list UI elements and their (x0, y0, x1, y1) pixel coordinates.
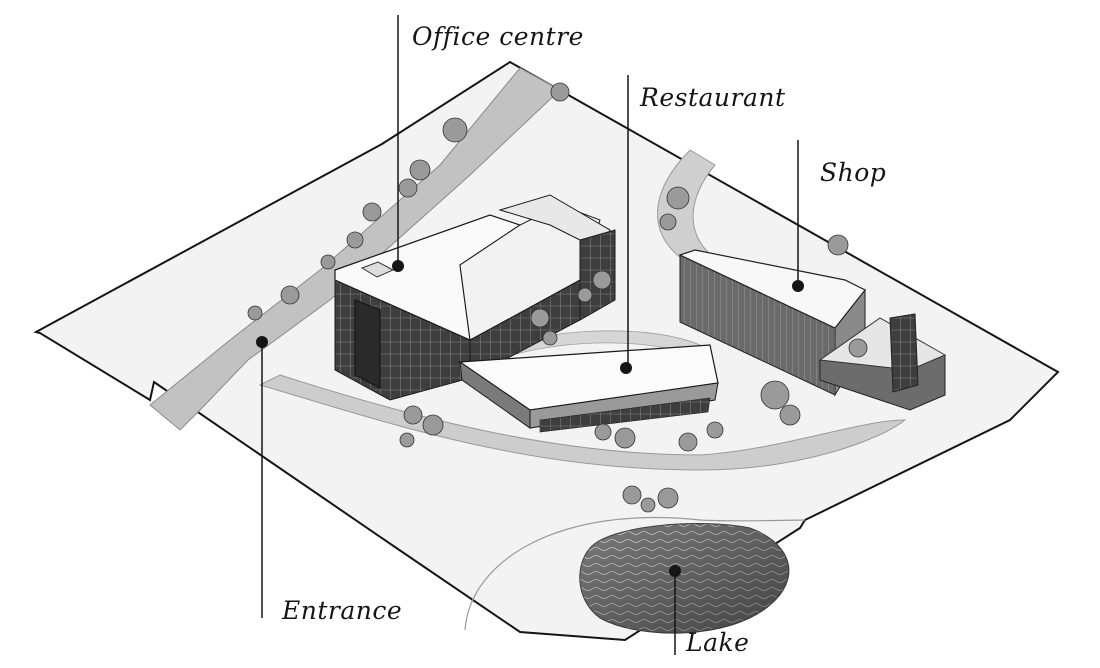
main-road (149, 67, 561, 431)
office-marker (392, 260, 404, 272)
restaurant-label: Restaurant (640, 83, 786, 112)
office-building (334, 194, 616, 401)
office-centre-label: Office centre (412, 22, 584, 51)
entrance-label: Entrance (282, 596, 403, 625)
lake-marker (669, 565, 681, 577)
trees (247, 82, 868, 513)
shop-building (678, 249, 947, 411)
restaurant-marker (620, 362, 632, 374)
footpath (464, 516, 806, 631)
shop-label: Shop (820, 158, 887, 187)
lake-label: Lake (686, 628, 750, 657)
lake (579, 523, 790, 634)
entrance-marker (256, 336, 268, 348)
restaurant-building (458, 344, 719, 433)
service-road (258, 374, 907, 471)
shop-marker (792, 280, 804, 292)
